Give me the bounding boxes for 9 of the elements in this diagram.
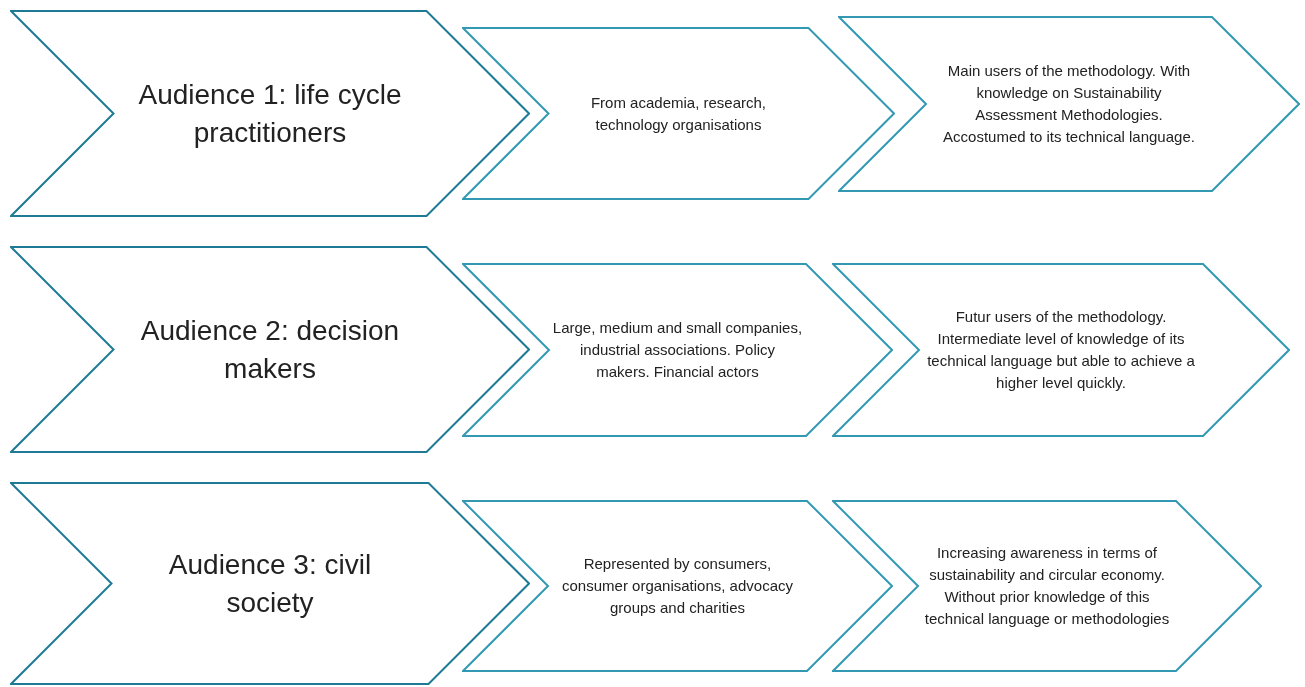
audience-title: Audience 1: life cycle practitioners — [137, 77, 403, 150]
description-text: Represented by consumers, consumer organisations, advocacy groups and charities — [561, 554, 794, 618]
audience-title: Audience 3: civil society — [167, 547, 373, 620]
audience-title: Audience 2: decision makers — [140, 313, 400, 386]
description-text: From academia, research, technology organisations — [589, 92, 768, 135]
description-text: Main users of the methodology. With knowledge on Sustainability Assessment Methodologies. Accostumed to its technical language. — [942, 61, 1196, 147]
description-text: Large, medium and small companies, industrial associations. Policy makers. Financial actors — [552, 318, 803, 382]
description-text: Futur users of the methodology. Intermediate level of knowledge of its technical language but able to achieve a higher level quickly. — [926, 307, 1196, 393]
description-text: Increasing awareness in terms of sustainability and circular economy. Without prior knowledge of this technical language or methodologies — [923, 543, 1171, 629]
